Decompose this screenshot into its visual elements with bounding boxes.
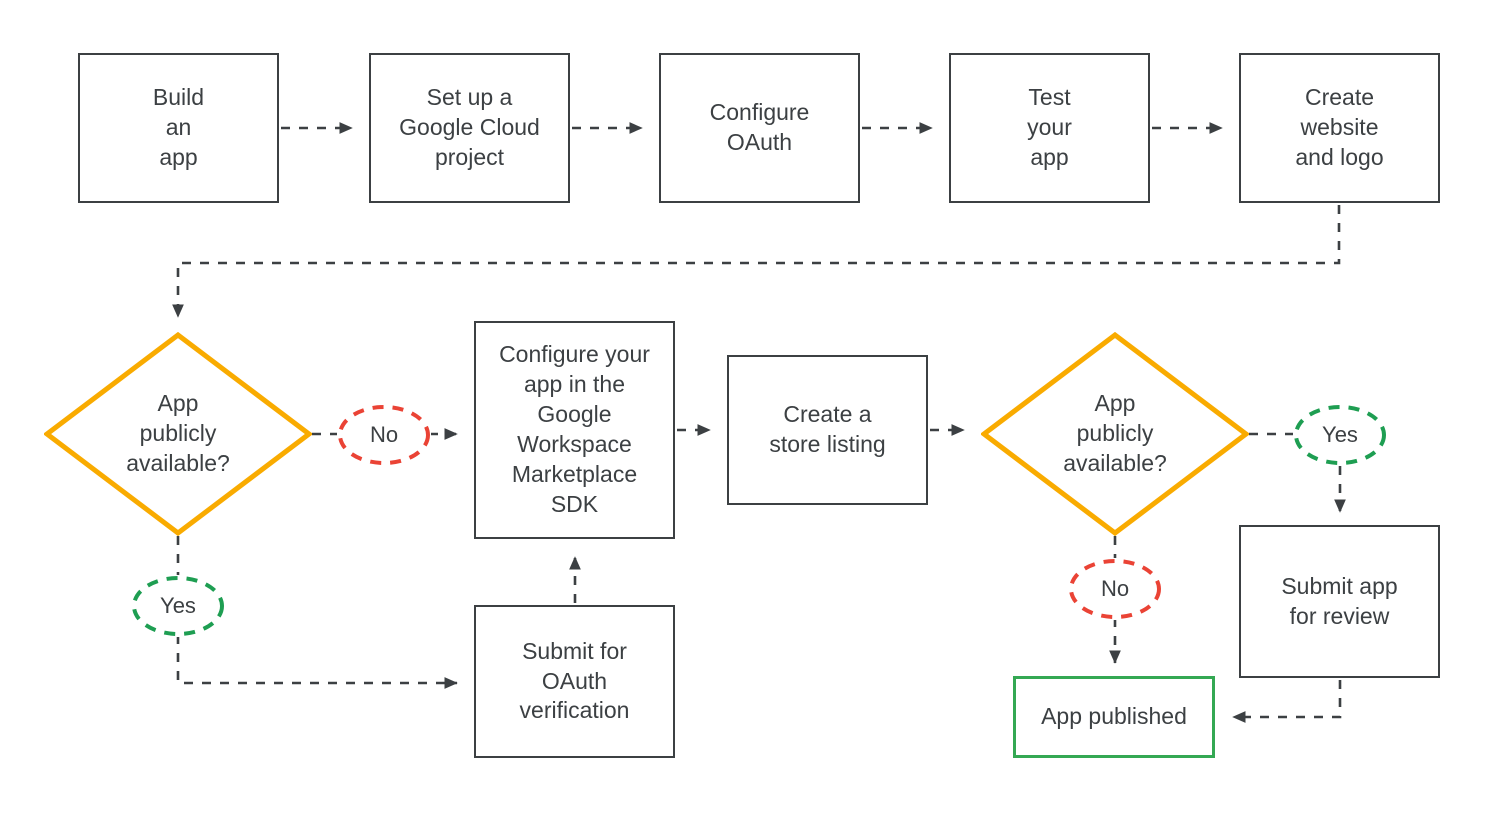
- node-create-website-and-logo[interactable]: Create website and logo: [1239, 53, 1440, 203]
- node-label: Set up a Google Cloud project: [399, 84, 540, 170]
- node-app-publicly-available-left[interactable]: App publicly available?: [44, 332, 312, 536]
- edge-create-website-to-decision-left: [172, 205, 1341, 318]
- node-label: Create website and logo: [1295, 84, 1384, 170]
- dashed-ellipse-yes: [132, 576, 224, 636]
- dashed-ellipse-no: [338, 405, 430, 465]
- node-create-store-listing[interactable]: Create a store listing: [727, 355, 928, 505]
- edge-label-text: No: [1100, 576, 1130, 601]
- edge-label-text: No: [369, 422, 399, 447]
- node-configure-oauth[interactable]: Configure OAuth: [659, 53, 860, 203]
- edge-label-text: Yes: [1322, 422, 1358, 447]
- node-label: Configure your app in the Google Workspa…: [499, 341, 650, 517]
- edge-label-text: Yes: [160, 593, 196, 618]
- node-test-your-app[interactable]: Test your app: [949, 53, 1150, 203]
- node-label: App publicly available?: [126, 390, 230, 476]
- node-label: Create a store listing: [769, 401, 886, 457]
- diamond-shape: [44, 332, 312, 536]
- node-label: App published: [1041, 703, 1187, 730]
- node-label: Submit app for review: [1281, 572, 1398, 629]
- node-set-up-google-cloud-project[interactable]: Set up a Google Cloud project: [369, 53, 570, 203]
- node-build-an-app[interactable]: Build an app: [78, 53, 279, 203]
- dashed-ellipse-no: [1069, 559, 1161, 619]
- node-app-publicly-available-right[interactable]: App publicly available?: [981, 332, 1249, 536]
- edge-label-yes-left: Yes: [131, 575, 225, 637]
- edge-label-no-left: No: [337, 404, 431, 466]
- dashed-ellipse-yes: [1294, 405, 1386, 465]
- node-label: Submit for OAuth verification: [519, 637, 630, 724]
- edge-label-no-right: No: [1068, 558, 1162, 620]
- node-label: Test your app: [1027, 84, 1072, 170]
- edge-label-yes-right: Yes: [1293, 404, 1387, 466]
- edge-decision-left-yes-b: [176, 635, 458, 689]
- diamond-shape: [981, 332, 1249, 536]
- node-app-published[interactable]: App published: [1013, 676, 1215, 758]
- node-label: App publicly available?: [1063, 390, 1167, 476]
- edge-submit-review-to-published: [1232, 680, 1342, 723]
- node-label: Configure OAuth: [709, 99, 810, 155]
- node-submit-for-oauth-verification[interactable]: Submit for OAuth verification: [474, 605, 675, 758]
- node-configure-app-in-sdk[interactable]: Configure your app in the Google Workspa…: [474, 321, 675, 539]
- node-submit-app-for-review[interactable]: Submit app for review: [1239, 525, 1440, 678]
- node-label: Build an app: [152, 84, 205, 170]
